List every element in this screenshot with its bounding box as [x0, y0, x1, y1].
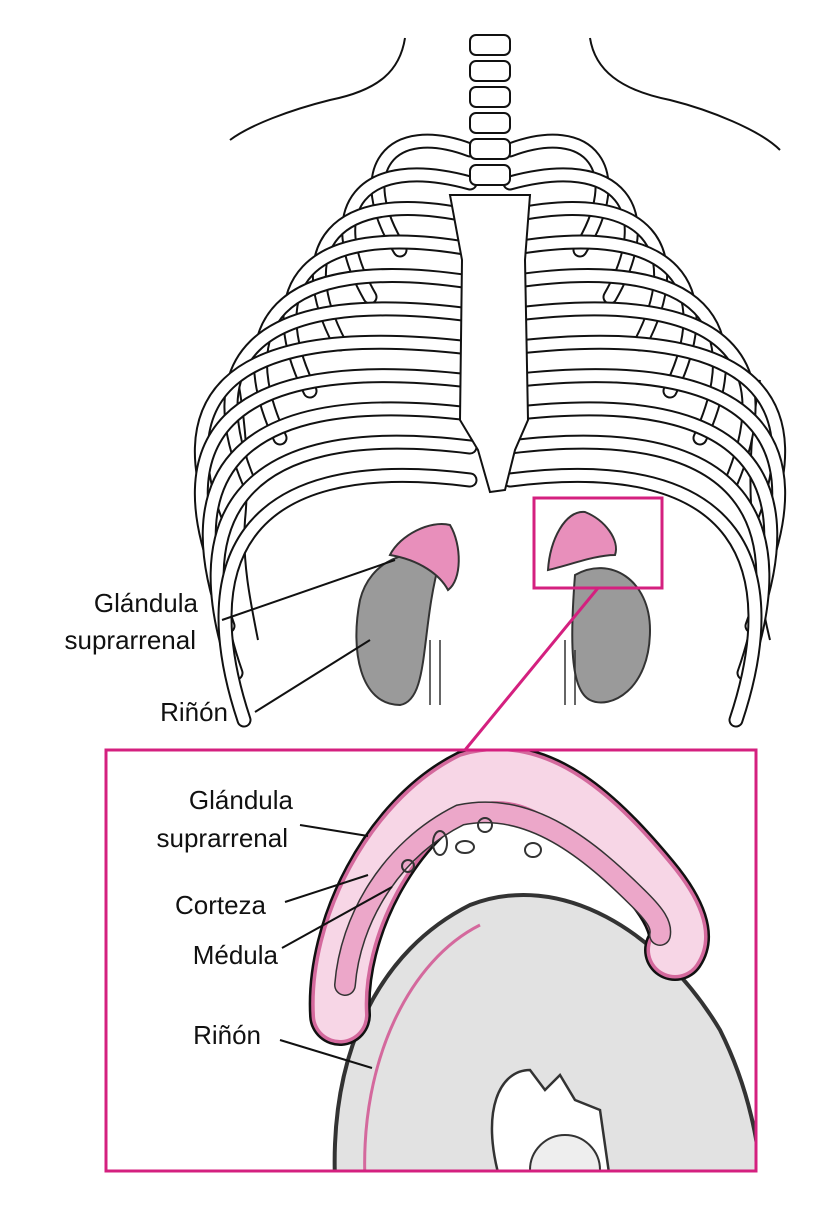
- vertebra: [469, 164, 511, 186]
- inset-medulla-label: Médula: [192, 940, 278, 970]
- left-adrenal-gland: [388, 523, 460, 592]
- rib-left: [372, 135, 476, 256]
- rib-right: [504, 169, 637, 303]
- rib-left: [225, 303, 476, 491]
- vertebra: [469, 34, 511, 56]
- adrenal-cross-section: [308, 751, 710, 1046]
- rib-right: [504, 303, 755, 491]
- rib-right: [504, 135, 608, 256]
- inset-leader-lines: [279, 824, 393, 1069]
- inset-adrenal-label-line1: Glándula: [188, 785, 293, 815]
- spine: [469, 34, 511, 186]
- sternum: [448, 194, 532, 494]
- rib-left: [219, 469, 476, 726]
- vertebra: [469, 60, 511, 82]
- vertebra: [469, 112, 511, 134]
- rib-right: [504, 469, 761, 726]
- overview-adrenal-label-line1: Glándula: [93, 588, 198, 618]
- left-kidney: [355, 553, 442, 707]
- rib-left: [343, 169, 476, 303]
- inset-detail: [308, 751, 755, 1170]
- right-kidney: [564, 567, 652, 705]
- overview-adrenal-label-line2: suprarrenal: [64, 625, 196, 655]
- rib-cage: [193, 133, 787, 728]
- inset-kidney-label: Riñón: [193, 1020, 261, 1050]
- overview-kidney-label: Riñón: [160, 697, 228, 727]
- vertebra: [469, 86, 511, 108]
- inset-frame: [104, 748, 758, 1173]
- right-adrenal-gland: [546, 510, 617, 572]
- connector-line: [463, 587, 600, 751]
- vertebra: [469, 138, 511, 160]
- inset-adrenal-label-line2: suprarrenal: [156, 823, 288, 853]
- overview-leader-lines: [221, 559, 396, 713]
- inset-cortex-label: Corteza: [174, 890, 266, 920]
- medulla-vessels: [401, 817, 542, 873]
